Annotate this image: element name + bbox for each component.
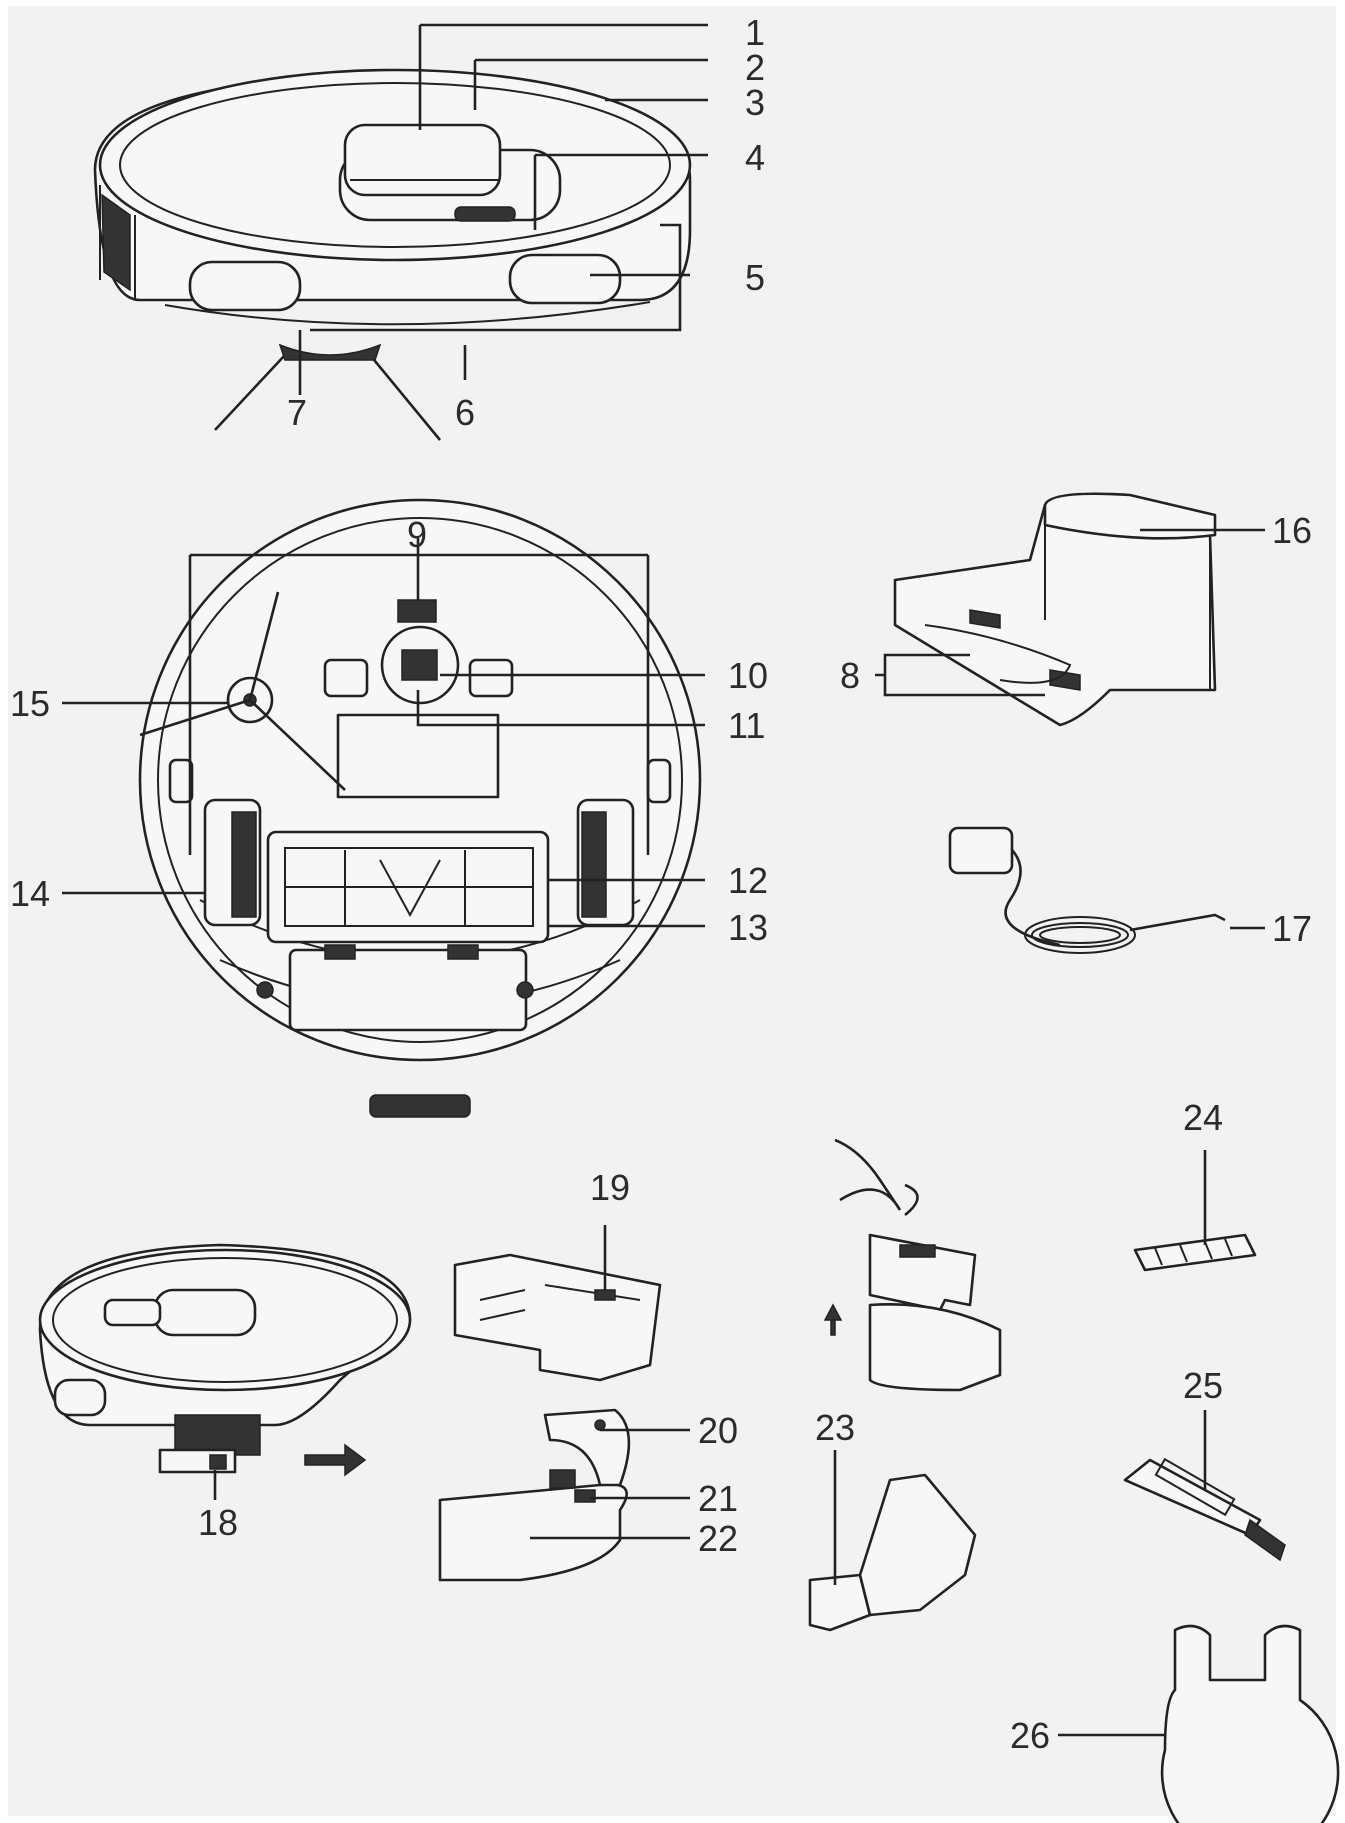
label-17: 17 [1272,908,1312,949]
label-5: 5 [745,257,765,298]
power-adapter [948,826,1226,954]
leader-lines [62,23,1265,1737]
label-18: 18 [198,1502,238,1543]
label-1: 1 [745,12,765,53]
label-14: 14 [10,873,50,914]
label-22: 22 [698,1518,738,1559]
wrench-tool [1160,1624,1340,1823]
robot-side-view [38,1243,412,1477]
label-8: 8 [840,655,860,696]
label-21: 21 [698,1478,738,1519]
part-labels: 1 2 3 4 5 6 7 8 9 10 11 12 13 14 15 16 1… [10,12,1312,1756]
label-4: 4 [745,137,765,178]
label-2: 2 [745,47,765,88]
label-20: 20 [698,1410,738,1451]
label-13: 13 [728,907,768,948]
label-19: 19 [590,1167,630,1208]
label-9: 9 [407,514,427,555]
label-16: 16 [1272,510,1312,551]
label-15: 15 [10,683,50,724]
label-3: 3 [745,82,765,123]
filter-part [1133,1233,1257,1272]
dustbin-assembly [438,1253,662,1582]
label-12: 12 [728,860,768,901]
charging-dock [893,492,1217,727]
label-10: 10 [728,655,768,696]
filter-removal [808,1138,1002,1632]
label-24: 24 [1183,1097,1223,1138]
label-23: 23 [815,1407,855,1448]
cleaning-brush [1123,1457,1286,1562]
label-26: 26 [1010,1715,1050,1756]
label-6: 6 [455,392,475,433]
label-7: 7 [287,392,307,433]
label-11: 11 [728,705,765,746]
robot-top-view [93,68,692,441]
label-25: 25 [1183,1365,1223,1406]
robot-bottom-view [138,498,702,1118]
